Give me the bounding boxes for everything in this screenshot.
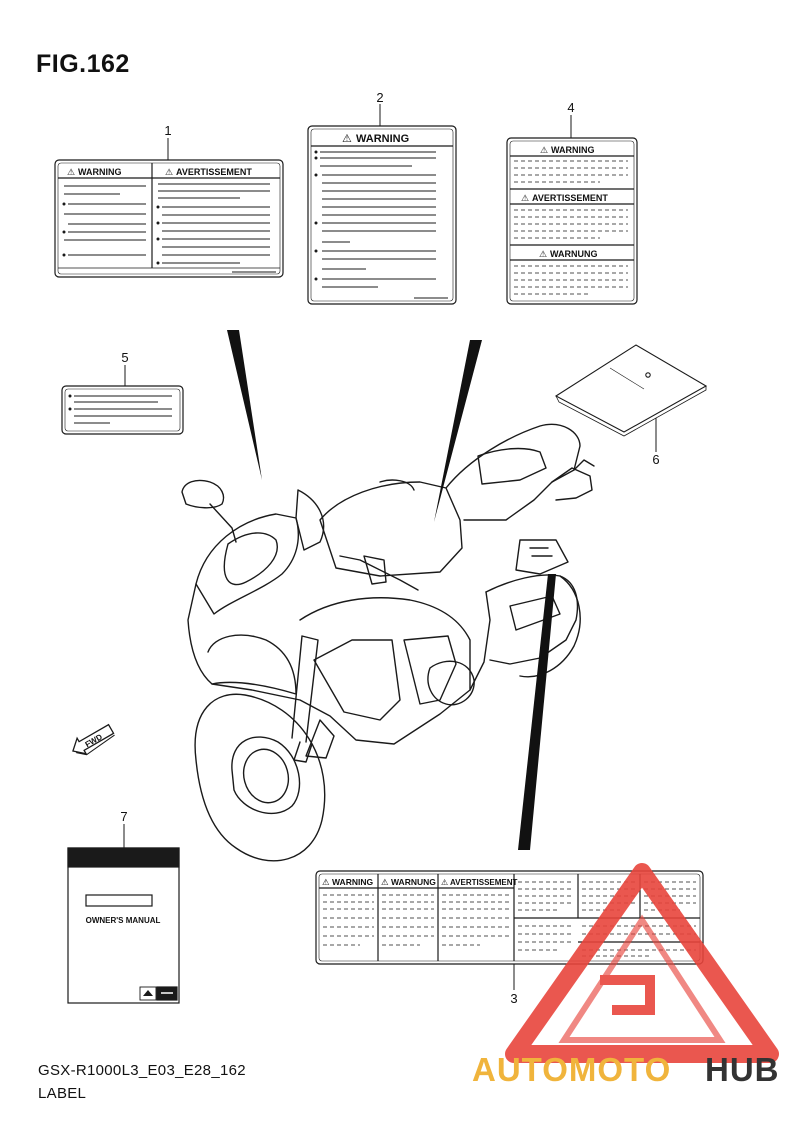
label-3-warning-symbol: ⚠ [322,877,330,887]
callout-5: 5 [121,350,128,365]
callout-1: 1 [164,123,171,138]
motorcycle-illustration [181,423,595,862]
owners-manual [67,847,180,1004]
label-4-warnung-text: WARNUNG [550,249,598,259]
fwd-arrow [72,723,115,756]
label-2-warning-text: WARNING [356,133,409,145]
label-6 [554,344,708,437]
label-1-warning-symbol: ⚠ [67,167,75,177]
label-2-warning-symbol: ⚠ [342,133,352,145]
label-1 [54,159,284,278]
callout-4: 4 [567,100,574,115]
owners-manual-title: OWNER'S MANUAL [86,916,161,925]
label-2 [307,125,457,305]
callout-2: 2 [376,90,383,105]
label-3-warning-text: WARNING [332,877,373,887]
label-3-warnung-text: WARNUNG [391,877,436,887]
watermark-text-primary: AUTOMOTO [472,1051,671,1088]
label-4-warning-text: WARNING [551,145,595,155]
figure-code: GSX-R1000L3_E03_E28_162 [38,1062,246,1079]
label-4 [506,137,638,305]
label-4-avertissement-symbol: ⚠ [521,193,529,203]
figure-caption: LABEL [38,1085,87,1102]
label-1-avertissement-text: AVERTISSEMENT [176,167,252,177]
label-5 [61,385,184,435]
callout-6: 6 [652,452,659,467]
label-1-warning-text: WARNING [78,167,122,177]
callout-7: 7 [120,809,127,824]
callout-leaders [123,104,657,990]
label-4-avertissement-text: AVERTISSEMENT [532,193,608,203]
watermark-logo [505,863,779,1063]
figure-title: FIG.162 [36,50,130,78]
pointer-wedges [227,330,556,850]
callout-3: 3 [510,991,517,1006]
label-4-warning-symbol: ⚠ [540,145,548,155]
watermark-text-secondary: HUB [705,1051,780,1088]
label-3-warnung-symbol: ⚠ [381,877,389,887]
label-4-warnung-symbol: ⚠ [539,249,547,259]
label-1-avertissement-symbol: ⚠ [165,167,173,177]
label-3-avertissement-text: AVERTISSEMENT [450,878,518,887]
label-3-avertissement-symbol: ⚠ [441,878,448,887]
